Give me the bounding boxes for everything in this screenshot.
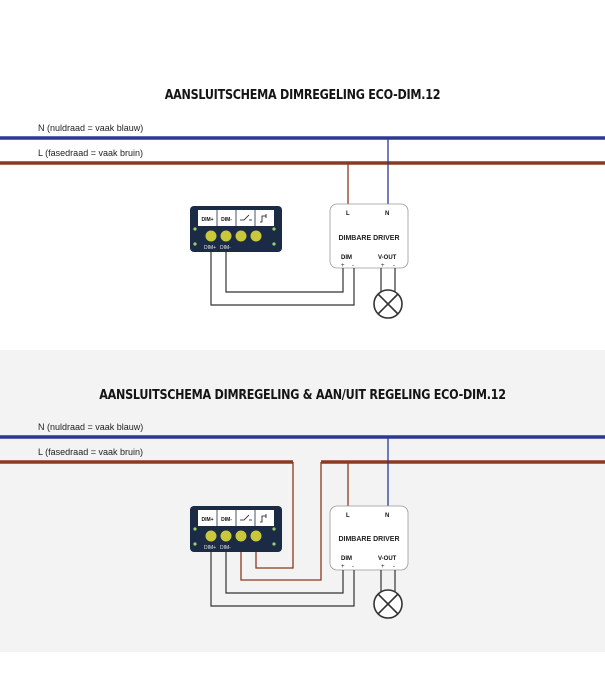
terminal-label-dim-minus: DIM-	[221, 517, 232, 523]
driver-dim-plus: +	[341, 263, 345, 269]
switch-live-out-wire	[240, 462, 322, 581]
driver-vout-plus: +	[381, 564, 385, 570]
driver-terminal-n: N	[385, 513, 389, 519]
phase-icon	[260, 214, 267, 223]
driver-terminal-vout: V-OUT	[378, 255, 397, 261]
driver-vout-plus: +	[381, 263, 385, 269]
eco-dim-module: DIM+ DIM- DIM+ DIM-	[190, 506, 282, 552]
terminal-screw	[235, 230, 247, 242]
switch-live-in-wire	[255, 462, 294, 569]
diagram-title: AANSLUITSCHEMA DIMREGELING ECO-DIM.12	[164, 88, 441, 103]
lamp-icon	[373, 268, 403, 319]
driver-dim-minus: -	[352, 564, 354, 570]
wiring-diagram: N (nuldraad = vaak blauw) L (fasedraad =…	[0, 123, 605, 319]
driver-terminal-l: L	[346, 513, 350, 519]
screen-label-dim-minus: DIM-	[220, 545, 231, 551]
driver-name: DIMBARE DRIVER	[338, 235, 399, 242]
neutral-label: N (nuldraad = vaak blauw)	[38, 422, 143, 432]
live-label: L (fasedraad = vaak bruin)	[38, 447, 143, 457]
terminal-screw	[235, 530, 247, 542]
driver-terminal-vout: V-OUT	[378, 556, 397, 562]
terminal-label-dim-minus: DIM-	[221, 217, 232, 223]
lamp-icon	[373, 570, 403, 619]
eco-dim-module: DIM+ DIM- DIM+ DIM-	[190, 206, 282, 252]
dim-plus-wire	[210, 248, 355, 306]
driver-dim-minus: -	[352, 263, 354, 269]
switch-icon	[240, 214, 252, 221]
driver-name: DIMBARE DRIVER	[338, 536, 399, 543]
driver-terminal-dim: DIM	[341, 255, 352, 261]
dim-plus-wire	[210, 548, 355, 607]
terminal-screw	[220, 230, 232, 242]
diagram-title: AANSLUITSCHEMA DIMREGELING & AAN/UIT REG…	[99, 388, 506, 403]
wiring-diagram: N (nuldraad = vaak blauw) L (fasedraad =…	[0, 422, 605, 619]
terminal-screw	[205, 230, 217, 242]
driver-vout-minus: -	[393, 263, 395, 269]
dim-minus-wire	[225, 248, 344, 293]
terminal-screw	[220, 530, 232, 542]
terminal-screw	[250, 230, 262, 242]
driver-terminal-dim: DIM	[341, 556, 352, 562]
neutral-label: N (nuldraad = vaak blauw)	[38, 123, 143, 133]
dim-minus-wire	[225, 548, 344, 594]
live-label: L (fasedraad = vaak bruin)	[38, 148, 143, 158]
screen-label-dim-plus: DIM+	[204, 545, 216, 551]
terminal-label-dim-plus: DIM+	[201, 217, 213, 223]
switch-icon	[240, 514, 252, 521]
terminal-screw	[205, 530, 217, 542]
driver-dim-plus: +	[341, 564, 345, 570]
terminal-screw	[250, 530, 262, 542]
driver-terminal-n: N	[385, 211, 389, 217]
dimmable-driver: L N DIMBARE DRIVER DIM V-OUT + - + -	[329, 203, 409, 269]
footer-space	[0, 652, 605, 700]
diagram-panel-dim: AANSLUITSCHEMA DIMREGELING ECO-DIM.12 N …	[0, 88, 605, 319]
screen-label-dim-plus: DIM+	[204, 245, 216, 251]
diagram-panel-dim-onoff: AANSLUITSCHEMA DIMREGELING & AAN/UIT REG…	[0, 350, 605, 652]
phase-icon	[260, 514, 267, 523]
screen-label-dim-minus: DIM-	[220, 245, 231, 251]
driver-vout-minus: -	[393, 564, 395, 570]
terminal-label-dim-plus: DIM+	[201, 517, 213, 523]
dimmable-driver: L N DIMBARE DRIVER DIM V-OUT + - + -	[329, 505, 409, 571]
driver-terminal-l: L	[346, 211, 350, 217]
